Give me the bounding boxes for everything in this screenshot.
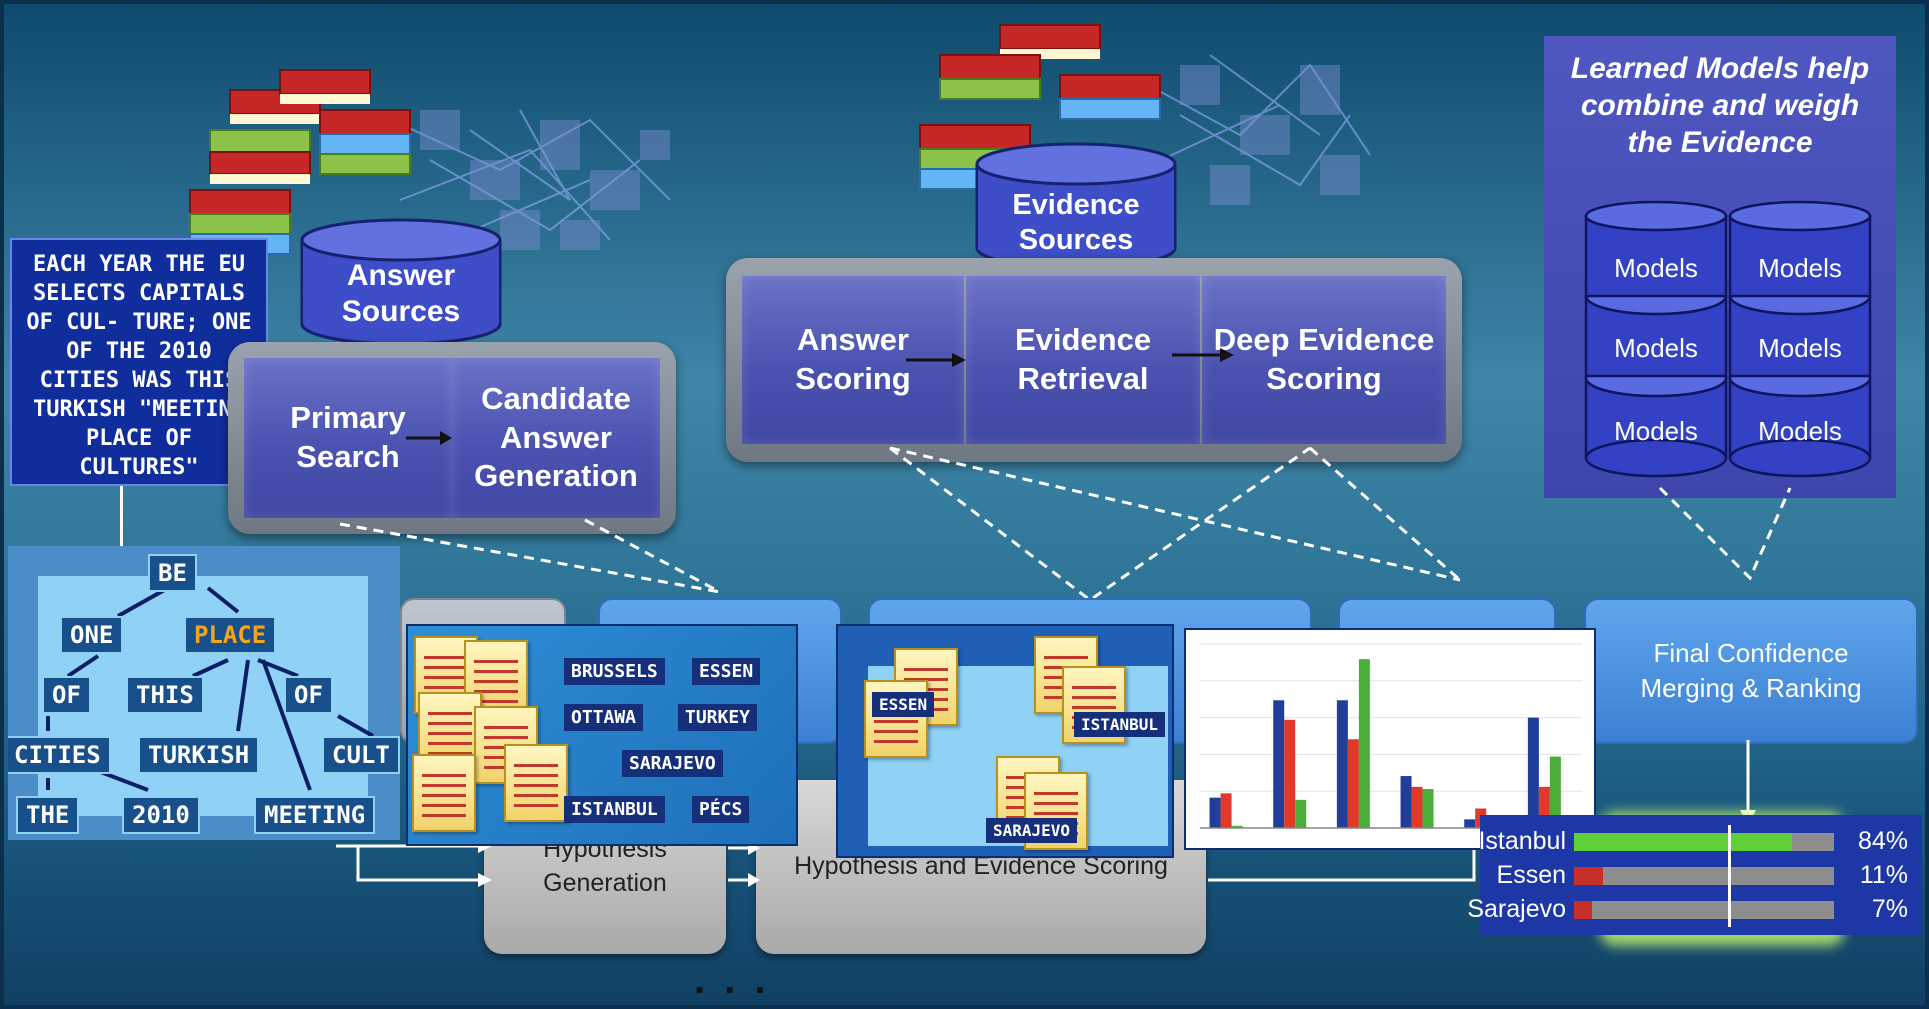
chart-bar <box>1273 700 1285 828</box>
candidate-city: ESSEN <box>692 658 761 685</box>
result-percent: 11% <box>1859 861 1908 889</box>
search-arrow-icon <box>406 431 452 445</box>
candidate-city: OTTAWA <box>564 704 644 731</box>
evidence-sources-database: Evidence Sources <box>975 142 1177 270</box>
ellipsis: . . . <box>694 958 770 1002</box>
evidence-city: ESSEN <box>872 692 935 717</box>
result-label: Sarajevo <box>1467 895 1566 923</box>
chart-bar <box>1336 700 1348 828</box>
candidate-city: BRUSSELS <box>564 658 665 685</box>
answer-sources-database: Answer Sources <box>300 218 502 346</box>
model-label: Models <box>1614 416 1698 446</box>
threshold-line <box>1728 825 1731 927</box>
result-row: Essen 11% <box>1480 861 1920 891</box>
chart-bar <box>1231 825 1243 828</box>
scoring-arrow-2-icon <box>1172 348 1234 362</box>
evidence-sources-label: Evidence Sources <box>1012 189 1140 256</box>
clue-connector <box>120 486 123 546</box>
deep-evidence-scoring-label: Deep Evidence Scoring <box>1213 322 1435 396</box>
candidate-city: ISTANBUL <box>564 796 665 823</box>
models-stack-illustration <box>1584 200 1872 478</box>
parse-word: MEETING <box>254 796 376 834</box>
result-fill <box>1574 901 1593 919</box>
confidence-bar-chart <box>1184 628 1596 850</box>
learned-models-title: Learned Models help combine and weigh th… <box>1570 52 1870 159</box>
chart-bar <box>1464 819 1476 828</box>
model-label: Models <box>1758 333 1842 363</box>
parse-word: TURKISH <box>138 736 260 774</box>
chart-bar <box>1347 739 1359 828</box>
result-percent: 84% <box>1857 827 1908 855</box>
model-label: Models <box>1758 253 1842 283</box>
candidate-generation-label: Candidate Answer Generation <box>474 380 638 494</box>
parse-word: OF <box>42 676 91 714</box>
result-percent: 7% <box>1871 895 1908 923</box>
answer-scoring-box: Answer Scoring <box>742 276 964 444</box>
final-ranking-label: Final Confidence Merging & Ranking <box>1640 637 1862 703</box>
chart-bar <box>1527 717 1539 828</box>
document-icon <box>412 754 476 832</box>
evidence-city: ISTANBUL <box>1074 712 1166 737</box>
clue-card: EACH YEAR THE EU SELECTS CAPITALS OF CUL… <box>10 238 268 486</box>
model-label: Models <box>1614 253 1698 283</box>
evidence-documents-panel: ESSEN ISTANBUL SARAJEVO <box>836 624 1174 858</box>
chart-bar <box>1209 797 1221 828</box>
result-track <box>1574 867 1834 885</box>
result-label: Istanbul <box>1478 827 1566 855</box>
model-label: Models <box>1758 416 1842 446</box>
parse-tree-panel: BE ONE PLACE OF THIS OF CITIES TURKISH C… <box>8 546 400 840</box>
chart-bar <box>1358 659 1370 828</box>
document-icon <box>504 744 568 822</box>
results-panel: Istanbul 84% Essen 11% Sarajevo 7% <box>1467 815 1922 935</box>
chart-bar <box>1284 719 1296 828</box>
chart-bar <box>1295 799 1307 828</box>
result-row: Istanbul 84% <box>1478 827 1920 857</box>
chart-bar <box>1422 789 1434 828</box>
answer-sources-label: Answer Sources <box>341 259 461 328</box>
clue-text: EACH YEAR THE EU SELECTS CAPITALS OF CUL… <box>26 252 252 480</box>
results-list: Istanbul 84% Essen 11% Sarajevo 7% <box>1467 817 1920 933</box>
primary-search-label: Primary Search <box>290 400 406 474</box>
parse-word: BE <box>148 554 197 592</box>
model-label: Models <box>1614 333 1698 363</box>
evidence-retrieval-box: Evidence Retrieval <box>966 276 1200 444</box>
candidate-generation-box: Candidate Answer Generation <box>452 358 660 518</box>
chart-bar <box>1220 793 1232 828</box>
candidate-city: SARAJEVO <box>622 750 723 777</box>
candidate-city: TURKEY <box>678 704 758 731</box>
result-track <box>1574 833 1834 851</box>
parse-tree-edges <box>46 586 374 792</box>
candidate-city: PÉCS <box>692 796 750 823</box>
parse-word: OF <box>284 676 333 714</box>
result-label: Essen <box>1496 861 1566 889</box>
result-fill <box>1574 833 1793 851</box>
final-ranking-box: Final Confidence Merging & Ranking <box>1584 598 1918 744</box>
chart-bar <box>1538 786 1550 828</box>
evidence-city: SARAJEVO <box>986 818 1078 843</box>
parse-word: ONE <box>60 616 124 654</box>
evidence-retrieval-label: Evidence Retrieval <box>1014 322 1152 396</box>
parse-word: CULT <box>322 736 400 774</box>
chart-bar <box>1411 786 1423 828</box>
bar-chart-svg <box>1200 643 1582 829</box>
chart-bar <box>1400 776 1412 828</box>
deep-evidence-scoring-box: Deep Evidence Scoring <box>1202 276 1446 444</box>
parse-word: 2010 <box>122 796 200 834</box>
result-fill <box>1574 867 1603 885</box>
parse-word: THE <box>16 796 80 834</box>
result-track <box>1574 901 1834 919</box>
parse-word: PLACE <box>184 616 277 654</box>
parse-word: CITIES <box>8 736 111 774</box>
candidate-answers-panel: BRUSSELS ESSEN OTTAWA TURKEY SARAJEVO IS… <box>406 624 798 846</box>
answer-scoring-label: Answer Scoring <box>795 322 911 396</box>
scoring-arrow-1-icon <box>906 353 966 367</box>
answer-books-illustration <box>189 69 671 255</box>
result-row: Sarajevo 7% <box>1467 895 1920 925</box>
chart-bar <box>1549 756 1561 828</box>
parse-word: THIS <box>126 676 204 714</box>
